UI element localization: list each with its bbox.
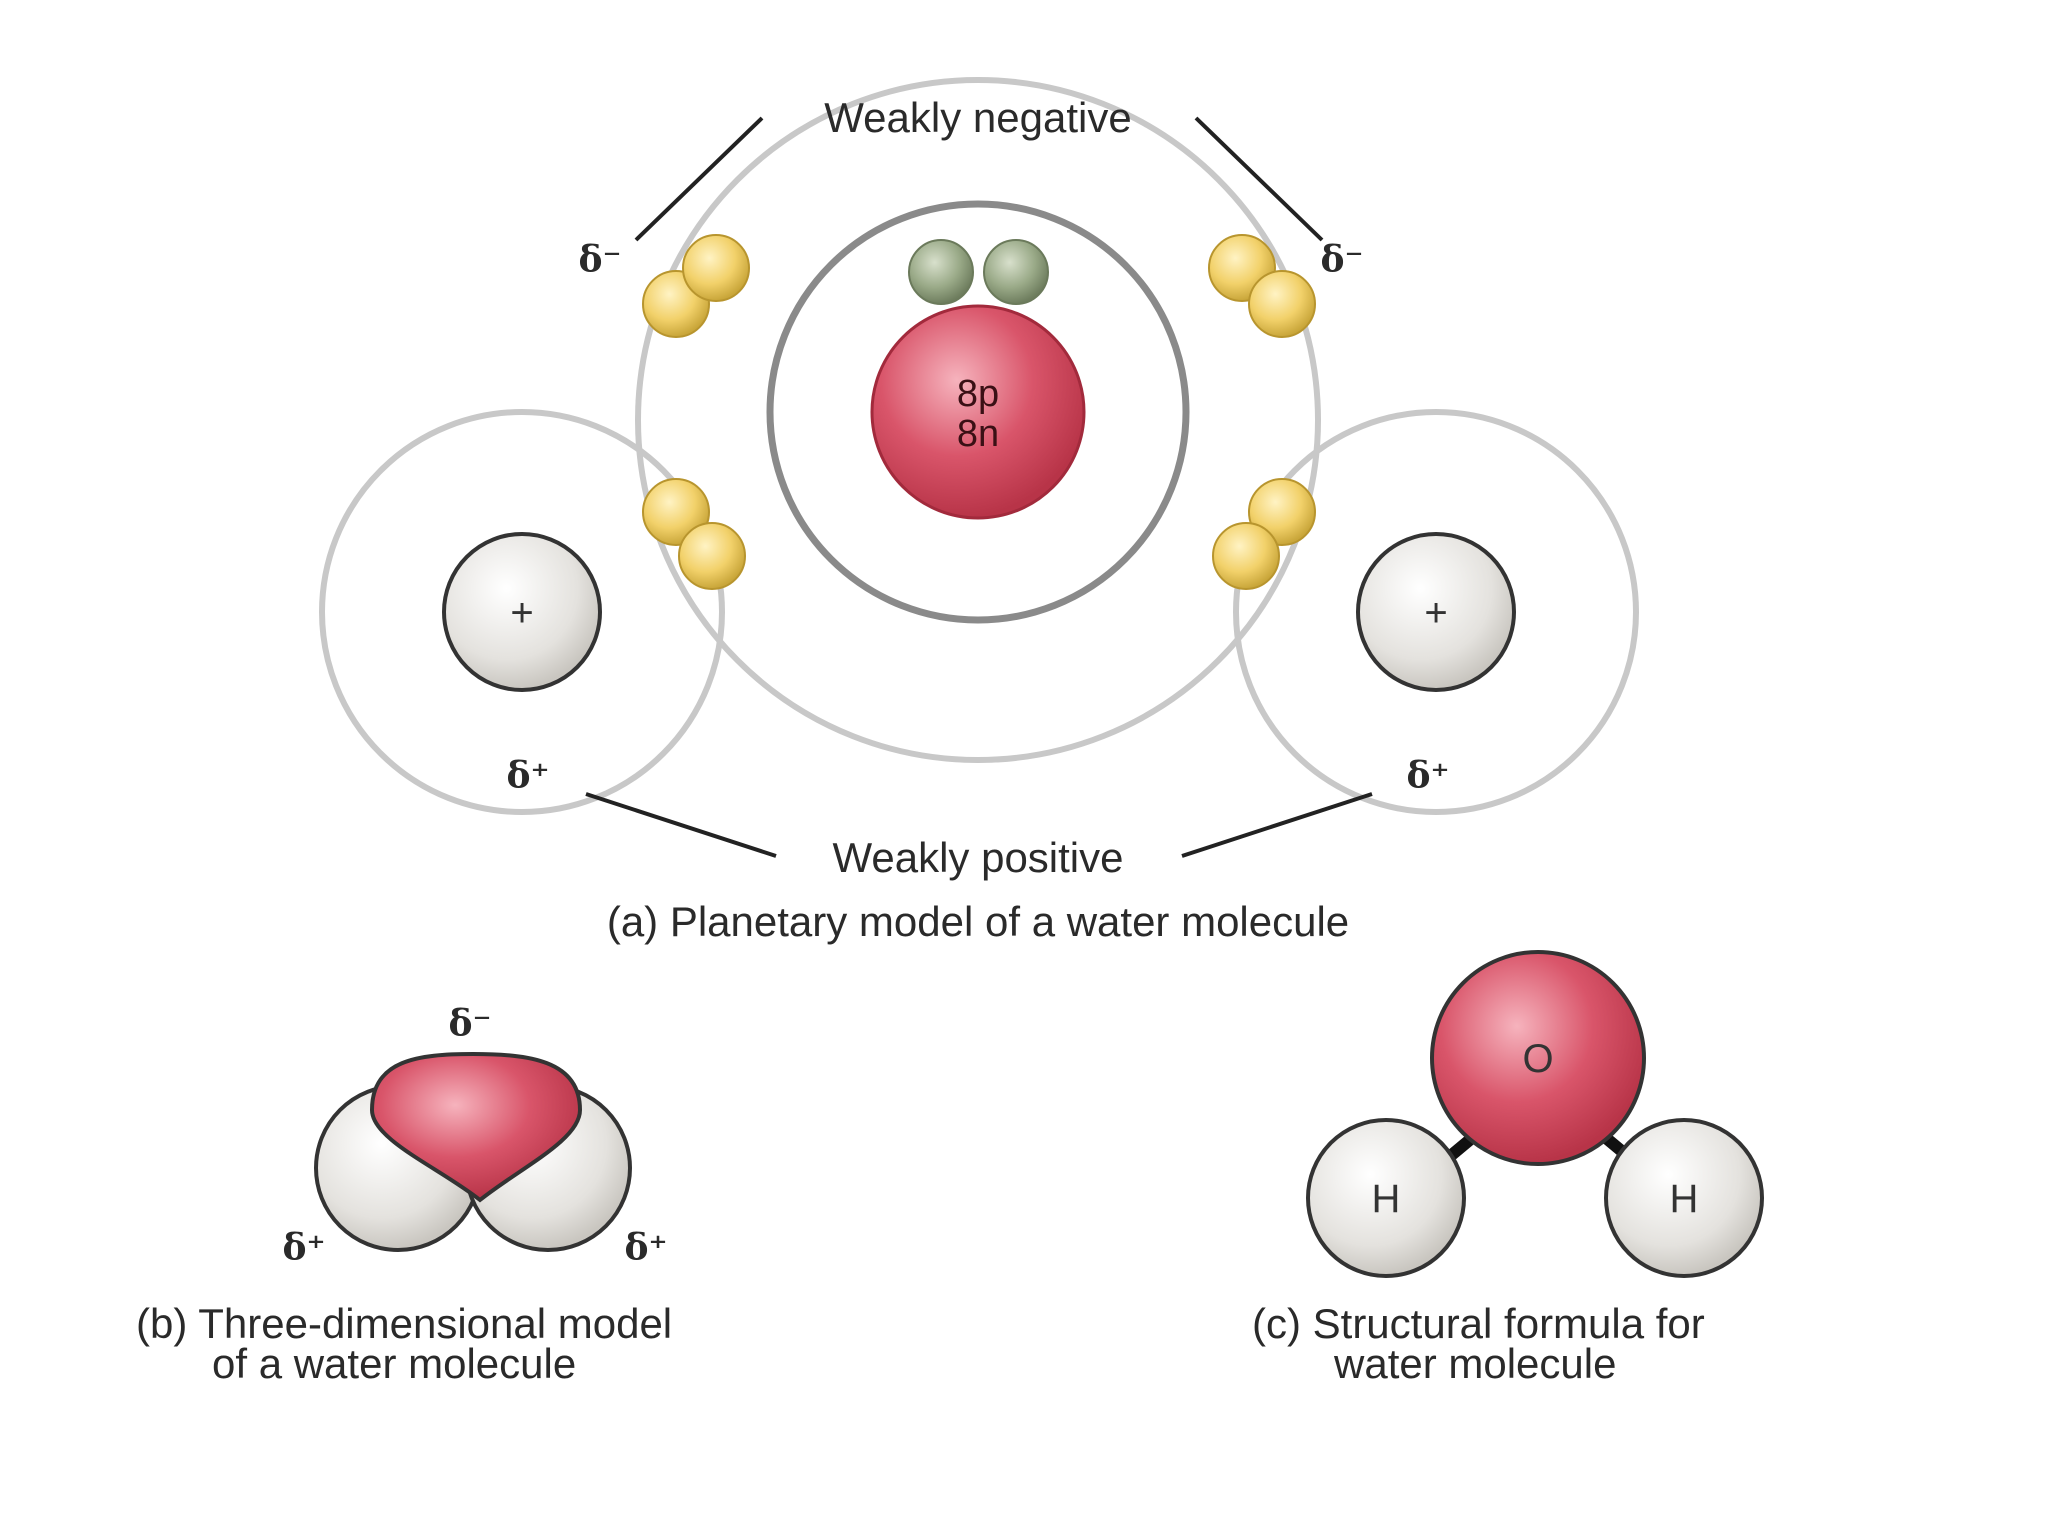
caption-c-line1: (c) Structural formula for bbox=[1252, 1300, 1705, 1347]
hydrogen-shell-left bbox=[319, 409, 725, 815]
hydrogen-symbol-left: H bbox=[1372, 1177, 1401, 1221]
hydrogen-charge-left: + bbox=[510, 591, 533, 635]
oxygen-outer-shell bbox=[635, 77, 1321, 763]
caption-b-line1: (b) Three-dimensional model bbox=[136, 1300, 672, 1347]
oxygen-inner-shell bbox=[766, 200, 1190, 624]
leader-line-positive-left bbox=[585, 792, 777, 858]
nucleus-protons: 8p bbox=[957, 373, 999, 415]
caption-b-line2: of a water molecule bbox=[212, 1340, 576, 1387]
delta-minus-right: δ⁻ bbox=[1320, 239, 1363, 281]
caption-a: (a) Planetary model of a water molecule bbox=[607, 898, 1349, 945]
lone-pair-electron bbox=[1248, 270, 1316, 338]
hydrogen-shell-right bbox=[1233, 409, 1639, 815]
oxygen-atom bbox=[1430, 950, 1646, 1166]
oxygen-sphere bbox=[369, 1051, 583, 1203]
delta-minus-3d: δ⁻ bbox=[448, 1003, 491, 1045]
three-dimensional-model: δ⁻ δ⁺ δ⁺ (b) Three-dimensional model of … bbox=[136, 1003, 672, 1387]
hydrogen-charge-right: + bbox=[1424, 591, 1447, 635]
oxygen-nucleus bbox=[870, 304, 1086, 520]
hydrogen-nucleus-left bbox=[442, 532, 602, 692]
bonding-electron bbox=[678, 522, 746, 590]
delta-plus-3d-left: δ⁺ bbox=[282, 1227, 325, 1269]
delta-plus-right: δ⁺ bbox=[1406, 755, 1449, 797]
caption-c-line2: water molecule bbox=[1333, 1340, 1616, 1387]
hydrogen-nucleus-right bbox=[1356, 532, 1516, 692]
inner-electron bbox=[908, 239, 974, 305]
lone-pair-electron bbox=[682, 234, 750, 302]
leader-line-negative-left bbox=[634, 116, 764, 242]
label-weakly-negative: Weakly negative bbox=[824, 94, 1131, 141]
hydrogen-symbol-right: H bbox=[1670, 1177, 1699, 1221]
inner-electron bbox=[983, 239, 1049, 305]
hydrogen-atom-right bbox=[1604, 1118, 1764, 1278]
delta-plus-3d-right: δ⁺ bbox=[624, 1227, 667, 1269]
oxygen-symbol: O bbox=[1522, 1037, 1553, 1081]
delta-plus-left: δ⁺ bbox=[506, 755, 549, 797]
label-weakly-positive: Weakly positive bbox=[832, 834, 1123, 881]
planetary-model: 8p 8n + + Weakly negative δ⁻ δ⁻ δ⁺ δ⁺ We… bbox=[319, 77, 1639, 945]
hydrogen-atom-left bbox=[1306, 1118, 1466, 1278]
leader-line-positive-right bbox=[1181, 792, 1373, 858]
delta-minus-left: δ⁻ bbox=[578, 239, 621, 281]
bonding-electron bbox=[1212, 522, 1280, 590]
leader-line-negative-right bbox=[1194, 116, 1324, 242]
structural-formula: O H H (c) Structural formula for water m… bbox=[1252, 950, 1764, 1387]
nucleus-neutrons: 8n bbox=[957, 413, 999, 455]
